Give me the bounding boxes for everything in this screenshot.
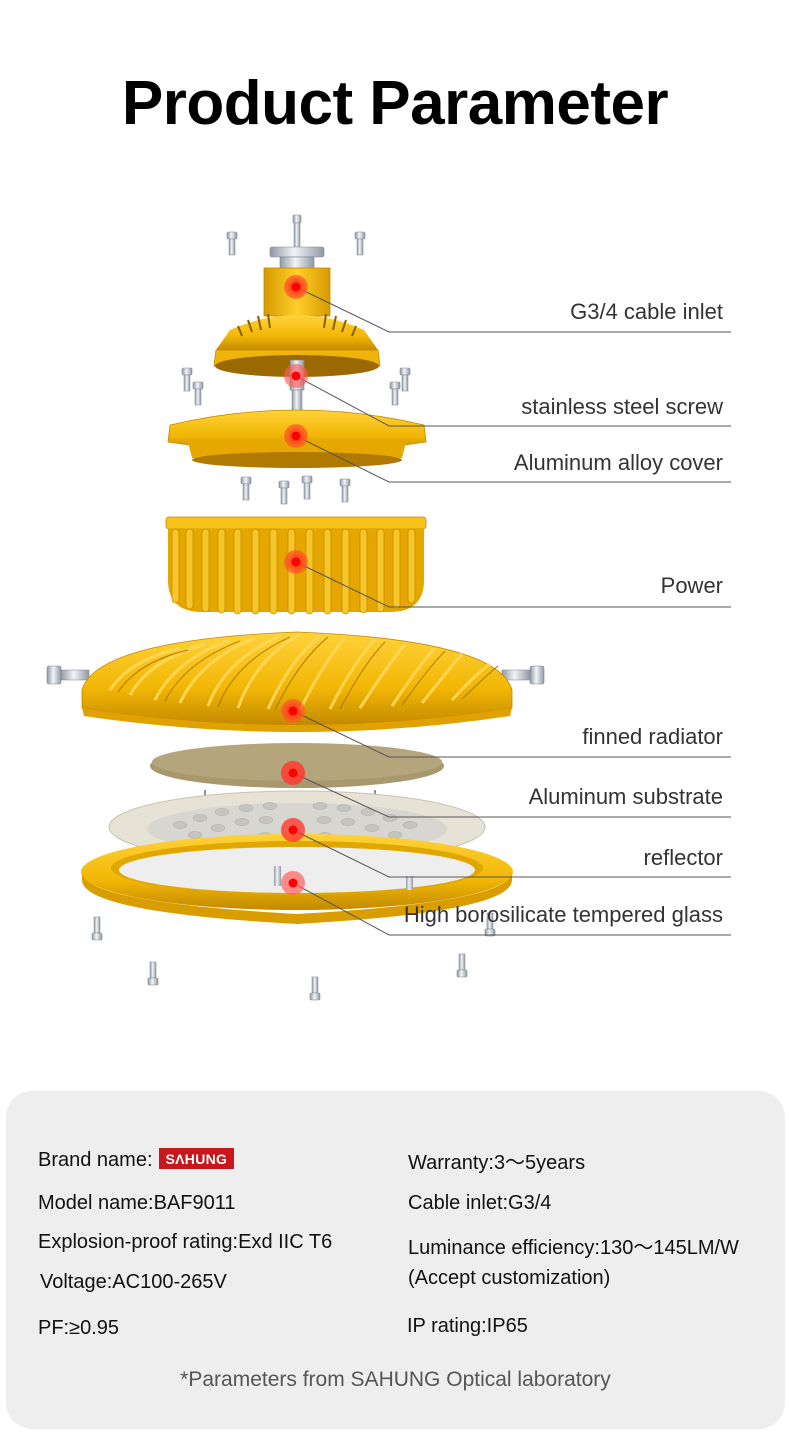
callout-reflector: reflector [643, 845, 723, 870]
spec-panel: Brand name:SΛHUNG Model name:BAF9011 Exp… [6, 1091, 785, 1429]
spec-model-name: Model name:BAF9011 [38, 1192, 236, 1214]
spec-ip-rating: IP rating:IP65 [407, 1315, 528, 1337]
callout-aluminum-substrate: Aluminum substrate [528, 784, 723, 809]
spec-explosion-proof-rating: Explosion-proof rating:Exd IIC T6 [38, 1231, 333, 1253]
glass-frame-part [81, 834, 513, 924]
radiator-part [46, 631, 545, 732]
marker-dot-icon [281, 275, 308, 895]
brand-logo-badge: SΛHUNG [158, 1148, 235, 1169]
footnote: *Parameters from SAHUNG Optical laborato… [180, 1368, 611, 1391]
spec-cable-inlet: Cable inlet:G3/4 [408, 1192, 552, 1214]
exploded-lamp-diagram [46, 214, 731, 1001]
callout-tempered-glass: High borosilicate tempered glass [403, 902, 723, 927]
callout-aluminum-alloy-cover: Aluminum alloy cover [513, 450, 723, 475]
spec-voltage: Voltage:AC100-265V [40, 1271, 227, 1293]
spec-brand: Brand name:SΛHUNG [38, 1148, 235, 1172]
brand-label: Brand name: [38, 1149, 153, 1171]
spec-pf: PF:≥0.95 [38, 1317, 120, 1339]
leader-lines [292, 286, 731, 936]
callout-cable-inlet: G3/4 cable inlet [570, 299, 723, 324]
page-title: Product Parameter [121, 69, 669, 138]
spec-luminance-efficiency: Luminance efficiency:130～145LM/W [408, 1237, 739, 1259]
spec-warranty: Warranty:3～5years [408, 1152, 586, 1174]
spec-customization-note: (Accept customization) [408, 1267, 611, 1289]
callout-finned-radiator: finned radiator [582, 724, 723, 749]
bolt-icon [240, 475, 351, 505]
callout-power: Power [660, 573, 723, 598]
callout-stainless-steel-screw: stainless steel screw [521, 394, 723, 419]
bolt-icon [226, 214, 366, 272]
